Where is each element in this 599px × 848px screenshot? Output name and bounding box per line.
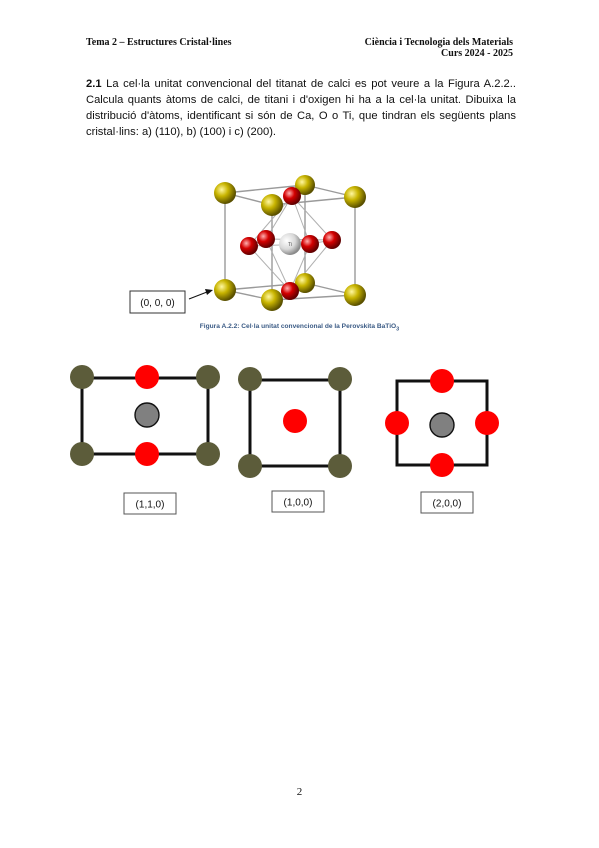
plane-100: (1,0,0) xyxy=(238,367,352,513)
corner-atom-back-bottom xyxy=(295,273,315,293)
plane-110-oxygen-top xyxy=(135,365,159,389)
problem-number: 2.1 xyxy=(86,78,102,90)
plane-110-label: (1,1,0) xyxy=(136,500,165,511)
plane-200-label-box xyxy=(420,491,474,514)
oxygen-atom-left xyxy=(240,237,258,255)
plane-100-corner-bl xyxy=(238,454,262,478)
plane-100-corner-br xyxy=(328,454,352,478)
plane-110-oxygen-bottom xyxy=(135,442,159,466)
plane-200-titanium xyxy=(429,412,455,438)
plane-110: (1,1,0) xyxy=(70,365,220,515)
plane-110-corner-tr xyxy=(196,365,220,389)
perovskite-unit-cell-figure: Ti (0, 0, 0) xyxy=(129,175,366,314)
titanium-label: Ti xyxy=(288,242,292,248)
page-number: 2 xyxy=(296,786,303,798)
plane-200-label: (2,0,0) xyxy=(433,499,462,510)
oxygen-atom-back xyxy=(301,235,319,253)
corner-atom-top-front xyxy=(261,194,283,216)
plane-110-corner-bl xyxy=(70,442,94,466)
oxygen-atom-top xyxy=(283,187,301,205)
plane-100-label: (1,0,0) xyxy=(284,498,313,509)
origin-arrow-head xyxy=(205,289,213,295)
plane-200-oxygen-bottom xyxy=(430,453,454,477)
oxygen-atom-bottom xyxy=(281,282,299,300)
header-right: Ciència i Tecnologia dels Materials Curs… xyxy=(365,37,513,59)
figure-caption: Figura A.2.2: Cel·la unitat convencional… xyxy=(0,323,599,332)
corner-atom-bottom-front xyxy=(261,289,283,311)
plane-200-oxygen-top xyxy=(430,369,454,393)
header-left-title: Tema 2 – Estructures Cristal·lines xyxy=(86,37,232,48)
oxygen-atom-left-back xyxy=(257,230,275,248)
origin-label: (0, 0, 0) xyxy=(140,298,174,309)
plane-200-oxygen-right xyxy=(475,411,499,435)
plane-100-corner-tr xyxy=(328,367,352,391)
plane-110-corner-tl xyxy=(70,365,94,389)
oxygen-atom-right xyxy=(323,231,341,249)
problem-text: La cel·la unitat convencional del titana… xyxy=(86,78,516,138)
corner-atom-top-left xyxy=(214,182,236,204)
plane-110-label-box xyxy=(123,492,177,515)
corner-atom-bottom-right xyxy=(344,284,366,306)
plane-100-label-box xyxy=(271,490,325,513)
header-course-name: Ciència i Tecnologia dels Materials xyxy=(364,37,513,48)
figure-caption-subscript: 3 xyxy=(396,326,400,333)
header-course-year: Curs 2024 - 2025 xyxy=(441,48,513,59)
plane-100-corner-tl xyxy=(238,367,262,391)
plane-110-titanium xyxy=(134,402,160,428)
crystal-planes-diagrams: (1,1,0) (1,0,0) (2,0,0) xyxy=(70,365,499,515)
problem-statement: 2.1 La cel·la unitat convencional del ti… xyxy=(86,76,516,140)
plane-200: (2,0,0) xyxy=(385,369,499,514)
origin-label-box xyxy=(129,290,186,314)
figure-caption-main: Figura A.2.2: Cel·la unitat convencional… xyxy=(199,323,397,330)
origin-arrow-line xyxy=(188,291,208,300)
plane-110-corner-br xyxy=(196,442,220,466)
corner-atom-back-top xyxy=(295,175,315,195)
corner-atom-top-right xyxy=(344,186,366,208)
titanium-atom-center xyxy=(279,233,301,255)
plane-200-oxygen-left xyxy=(385,411,409,435)
corner-atom-origin xyxy=(214,279,236,301)
plane-100-oxygen-center xyxy=(283,409,307,433)
plane-100-frame xyxy=(248,378,342,468)
